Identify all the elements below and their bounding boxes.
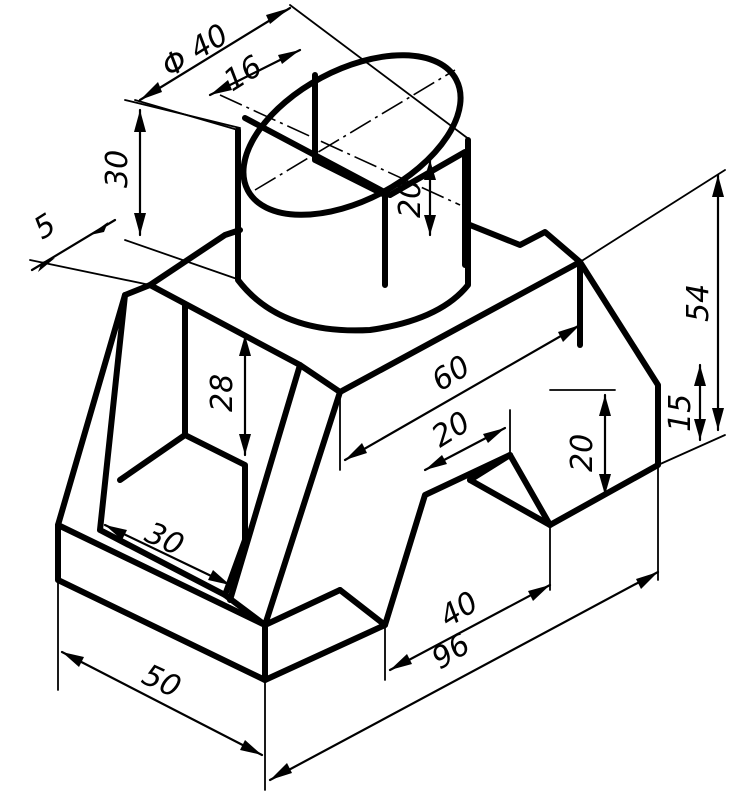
dimension-labels: Φ 40 16 30 5 20 28 30 60 54 15 20 20 40 …	[28, 17, 716, 705]
slot-right-wall	[242, 115, 393, 198]
dim-line-60	[343, 323, 582, 462]
label-54: 54	[681, 284, 716, 322]
ext-30-bottom	[124, 239, 241, 281]
label-96: 96	[426, 627, 477, 677]
arrow-30-h-b	[134, 213, 146, 235]
arrow-phi40-b	[266, 8, 290, 24]
notch-slope	[507, 452, 553, 528]
arrow-54-b	[712, 408, 724, 430]
ext-phi40-right	[289, 4, 471, 141]
top-right-back-edge	[467, 222, 583, 265]
extension-lines	[29, 4, 726, 791]
arrow-20nw-b	[483, 428, 505, 443]
label-20-slot: 20	[393, 180, 428, 218]
arrow-30-w-b	[208, 570, 230, 585]
left-frame-inner-left	[97, 292, 268, 628]
cylinder-axis-a	[219, 94, 461, 206]
notch-hidden-face	[467, 452, 513, 483]
ext-54-top	[579, 169, 726, 263]
label-40: 40	[434, 585, 485, 635]
arrow-40-a	[390, 654, 412, 670]
dim-line-50	[60, 650, 264, 757]
arrow-60-a	[345, 443, 367, 460]
arrow-28-b	[239, 434, 251, 455]
cylinder-left-side	[235, 127, 471, 334]
arrow-30-h-a	[134, 110, 146, 132]
arrow-phi40-a	[140, 82, 162, 100]
arrow-5-b	[90, 222, 108, 235]
dim-line-phi40	[138, 6, 292, 102]
opening-inner-edge	[182, 302, 248, 598]
arrow-5-a	[38, 258, 55, 272]
label-5: 5	[28, 207, 63, 247]
arrow-20nh-a	[599, 395, 611, 416]
arrow-20nh-b	[599, 474, 611, 495]
arrow-30-w-a	[105, 525, 127, 540]
dim-line-96	[268, 570, 660, 782]
ext-5-a	[29, 259, 151, 286]
dimension-lines	[30, 6, 724, 782]
slot-floor	[387, 149, 468, 268]
opening-right-post	[227, 362, 303, 603]
label-60: 60	[426, 349, 477, 399]
arrow-20nw-a	[425, 455, 447, 470]
label-28: 28	[205, 374, 240, 412]
arrow-54-a	[712, 175, 724, 197]
notch-left-edge	[337, 452, 513, 628]
center-lines	[219, 69, 461, 206]
label-30-height: 30	[100, 150, 135, 188]
arrow-15-a	[694, 365, 706, 386]
top-front-edge	[337, 259, 583, 395]
right-upright-front	[262, 389, 343, 628]
arrow-60-b	[558, 325, 580, 342]
arrow-28-a	[239, 335, 251, 356]
arrow-96-b	[636, 572, 658, 589]
cylinder-axis-b	[254, 69, 456, 191]
arrow-40-b	[528, 585, 550, 601]
base-right-bottom-edge	[262, 622, 388, 683]
arrow-50-b	[240, 740, 262, 755]
slot-left-wall	[312, 72, 388, 288]
dim-line-40	[388, 583, 552, 672]
ext-54-bottom	[657, 434, 726, 466]
arrow-20s-a	[424, 160, 436, 180]
arrow-16-a	[210, 80, 232, 95]
arrow-15-b	[694, 419, 706, 440]
label-20-notch-height: 20	[565, 434, 600, 472]
opening-floor	[117, 432, 188, 483]
label-15: 15	[663, 394, 698, 432]
top-back-edge	[147, 227, 243, 288]
dim-line-30-width	[103, 523, 232, 587]
base-right-front-edge	[262, 587, 343, 628]
ext-phi40-left	[134, 99, 239, 131]
arrow-16-b	[278, 50, 300, 64]
object-outline	[55, 52, 661, 683]
arrow-20s-b	[424, 215, 436, 235]
arrow-50-a	[62, 652, 84, 667]
label-50: 50	[137, 658, 186, 706]
cylinder-top	[240, 52, 464, 218]
notch-floor-line	[467, 477, 553, 528]
arrow-96-a	[270, 763, 292, 780]
